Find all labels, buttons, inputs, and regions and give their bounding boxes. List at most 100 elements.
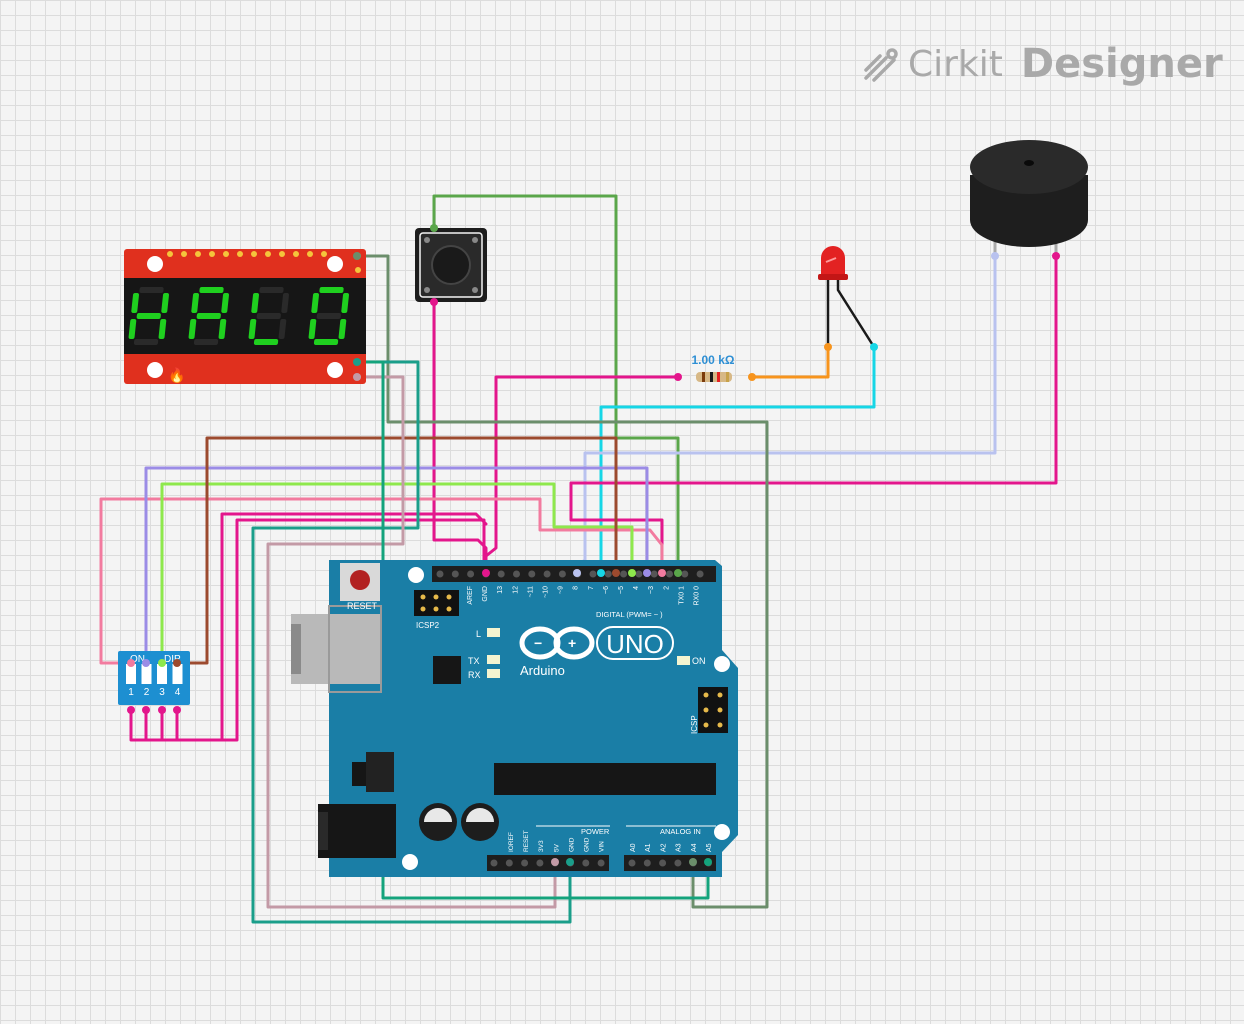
- wire-endpoint: [142, 706, 150, 714]
- wire-button-to-pin2[interactable]: [432, 194, 680, 575]
- wire-endpoint: [674, 569, 682, 577]
- dip-key-3: [157, 664, 167, 684]
- segment-c: [338, 319, 347, 339]
- dip-label: DIP: [164, 654, 181, 665]
- wire-endpoint: [870, 343, 878, 351]
- wire-endpoint: [430, 298, 438, 306]
- segment-f: [251, 293, 260, 313]
- digital-pin-label: ~6: [603, 586, 610, 594]
- segment-d: [253, 339, 279, 345]
- digital-pin-label: 4: [633, 586, 640, 590]
- seven-segment-display[interactable]: 🔥: [124, 249, 366, 384]
- analog-pin-label: A3: [676, 843, 683, 852]
- power-pin-label: GND: [584, 837, 591, 852]
- wire-buzzer-to-pin3[interactable]: [569, 254, 1058, 575]
- display-digits: [128, 287, 350, 345]
- wire-endpoint: [748, 373, 756, 381]
- wire-endpoint: [704, 858, 712, 866]
- dip-position-label: 2: [144, 687, 150, 698]
- digital-pin-label: TX0 1: [678, 586, 685, 605]
- wire-endpoint: [353, 358, 361, 366]
- wire-dip1[interactable]: [99, 497, 664, 665]
- analog-pin-label: A1: [645, 843, 652, 852]
- wire-display-to-5v[interactable]: [266, 375, 557, 909]
- reset-label: RESET: [347, 601, 378, 611]
- wire-display-to-a4[interactable]: [251, 360, 572, 924]
- wires: [99, 194, 1058, 924]
- dip-key-1: [126, 664, 136, 684]
- wire-endpoint: [482, 569, 490, 577]
- wire-endpoint: [597, 569, 605, 577]
- wire-dip4[interactable]: [175, 436, 618, 665]
- icsp2-label: ICSP2: [416, 621, 440, 630]
- digital-pin-label: AREF: [467, 586, 474, 605]
- wire-endpoint: [1052, 252, 1060, 260]
- segment-e: [248, 319, 257, 339]
- wire-dip-bus4[interactable]: [175, 512, 488, 742]
- power-pin-label: VIN: [599, 841, 606, 852]
- wire-endpoint: [566, 858, 574, 866]
- plus-icon: +: [568, 635, 576, 651]
- segment-c: [278, 319, 287, 339]
- wire-endpoint: [991, 252, 999, 260]
- wire-display-to-a5[interactable]: [355, 254, 769, 909]
- segment-e: [128, 319, 137, 339]
- display-holes: [147, 256, 343, 378]
- segment-e: [308, 319, 317, 339]
- wire-dip2[interactable]: [144, 466, 649, 665]
- resistor[interactable]: 1.00 kΩ: [692, 353, 735, 382]
- power-pin-label: IOREF: [508, 832, 515, 852]
- digital-label: DIGITAL (PWM= ~ ): [596, 610, 663, 619]
- sparkfun-flame-icon: 🔥: [168, 367, 185, 384]
- dip-position-label: 4: [175, 687, 181, 698]
- wire-buzzer-to-pin8[interactable]: [575, 254, 997, 575]
- segment-f: [131, 293, 140, 313]
- segment-d: [313, 339, 339, 345]
- brand-name: Cirkit: [908, 43, 1003, 85]
- wire-endpoint: [173, 706, 181, 714]
- segment-c: [158, 319, 167, 339]
- segment-d: [193, 339, 219, 345]
- wire-led-to-pin7[interactable]: [599, 345, 876, 575]
- digital-pin-label: 8: [573, 586, 580, 590]
- arduino-infinity-logo: [519, 626, 595, 660]
- led-l-label: L: [476, 629, 481, 639]
- wire-endpoints: [127, 224, 1060, 866]
- segment-b: [341, 293, 350, 313]
- product-name: Designer: [1020, 41, 1223, 87]
- wire-resistor-to-led[interactable]: [750, 345, 830, 379]
- segment-a: [199, 287, 224, 293]
- segment-g: [196, 313, 221, 319]
- digital-pin-label: 12: [512, 586, 519, 594]
- piezo-buzzer[interactable]: [970, 140, 1088, 258]
- wire-dip-common[interactable]: [129, 518, 486, 742]
- cirkit-designer-logo: Cirkit Designer: [862, 36, 1223, 92]
- digital-pin-label: ~9: [558, 586, 565, 594]
- arduino-uno[interactable]: RESET ICSP2 L TX RX ON − + UNO Arduino I…: [291, 560, 738, 877]
- digital-pin-label: ~5: [618, 586, 625, 594]
- segment-d: [133, 339, 159, 345]
- wire-endpoint: [127, 659, 135, 667]
- icsp-label: ICSP: [690, 715, 699, 734]
- red-led[interactable]: [818, 246, 876, 348]
- digital-pin-label: ~3: [648, 586, 655, 594]
- segment-a: [259, 287, 284, 293]
- wire-dip3[interactable]: [160, 482, 634, 665]
- segment-f: [191, 293, 200, 313]
- wire-endpoint: [674, 373, 682, 381]
- wire-endpoint: [573, 569, 581, 577]
- segment-g: [136, 313, 161, 319]
- pushbutton[interactable]: [415, 228, 487, 302]
- power-pin-label: GND: [568, 837, 575, 852]
- segment-g: [256, 313, 281, 319]
- arduino-brand: Arduino: [520, 663, 565, 678]
- segment-b: [221, 293, 230, 313]
- led-tx-label: TX: [468, 656, 480, 666]
- power-label: POWER: [581, 827, 610, 836]
- wire-display-to-gnd[interactable]: [355, 360, 710, 900]
- segment-b: [281, 293, 290, 313]
- analog-label: ANALOG IN: [660, 827, 701, 836]
- digital-pin-label: 13: [497, 586, 504, 594]
